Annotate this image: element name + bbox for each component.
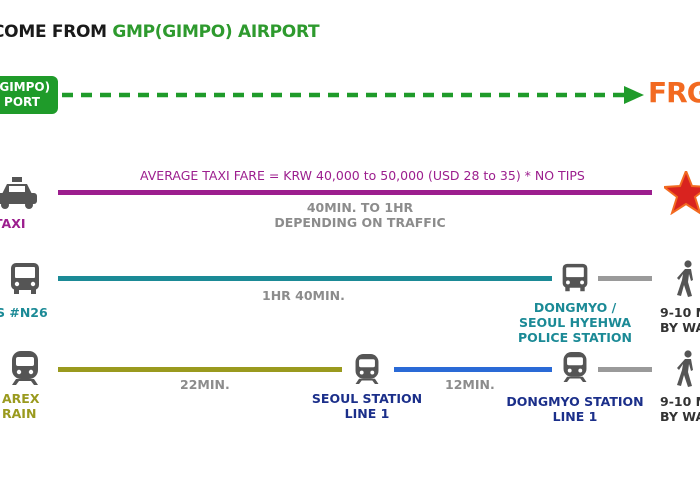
train-walk-line2: BY WA <box>660 409 700 424</box>
bus-icon <box>11 263 39 294</box>
bus-stop-line3: POLICE STATION <box>518 330 632 345</box>
origin-line2: PORT <box>4 95 40 109</box>
origin-line1: (GIMPO) <box>0 80 51 94</box>
bus-route-line <box>58 276 552 281</box>
walking-person-icon <box>677 260 693 297</box>
bus-stop-line2: SEOUL HYEHWA <box>518 315 632 330</box>
destination-label: FRG <box>648 76 700 109</box>
route-arrow <box>62 86 644 104</box>
bus-walk-line2: BY WA <box>660 320 700 335</box>
train-leg1-duration: 22MIN. <box>180 377 230 392</box>
transfer-station-label: SEOUL STATION LINE 1 <box>302 391 432 421</box>
origin-airport-badge: (GIMPO) PORT <box>0 76 58 114</box>
destination-station-icon <box>563 352 587 382</box>
star-icon <box>664 171 700 215</box>
taxi-icon <box>0 177 37 209</box>
bus-walk-label: 9-10 M BY WA <box>660 305 700 335</box>
bus-stop-line1: DONGMYO / <box>533 300 617 315</box>
bus-walk-line1: 9-10 M <box>660 305 700 320</box>
taxi-duration-line2: DEPENDING ON TRAFFIC <box>274 215 446 230</box>
bus-walk-line <box>598 276 652 281</box>
taxi-duration-line1: 40MIN. TO 1HR <box>306 200 414 215</box>
walking-person-icon <box>677 350 693 387</box>
train-walk-line1: 9-10 M <box>660 394 700 409</box>
taxi-duration: 40MIN. TO 1HR DEPENDING ON TRAFFIC <box>250 200 470 230</box>
transfer-station-icon <box>355 354 379 384</box>
train-icon <box>12 351 38 385</box>
train-leg2-duration: 12MIN. <box>445 377 495 392</box>
transfer-line2: LINE 1 <box>344 406 390 421</box>
train-mode-label: AREX RAIN <box>2 391 39 421</box>
title-prefix: COME FROM <box>0 22 113 42</box>
title-highlight: GMP(GIMPO) AIRPORT <box>112 22 320 42</box>
train-mode-line1: AREX <box>2 391 40 406</box>
taxi-fare-note: AVERAGE TAXI FARE = KRW 40,000 to 50,000… <box>140 168 585 183</box>
bus-duration: 1HR 40MIN. <box>262 288 345 303</box>
taxi-mode-label: TAXI <box>0 216 26 231</box>
transfer-line1: SEOUL STATION <box>311 391 423 406</box>
train-walk-label: 9-10 M BY WA <box>660 394 700 424</box>
train-mode-line2: RAIN <box>2 406 37 421</box>
page-title: COME FROM GMP(GIMPO) AIRPORT <box>0 22 320 42</box>
bus-stop-icon <box>562 263 588 292</box>
train-walk-line <box>598 367 652 372</box>
train-leg1-line <box>58 367 342 372</box>
train-leg2-line <box>394 367 552 372</box>
destination-station-label: DONGMYO STATION LINE 1 <box>505 394 645 424</box>
train-stop-line1: DONGMYO STATION <box>506 394 644 409</box>
bus-mode-label: S #N26 <box>0 305 48 320</box>
bus-stop-label: DONGMYO / SEOUL HYEHWA POLICE STATION <box>510 300 640 345</box>
taxi-route-line <box>58 190 652 195</box>
train-stop-line2: LINE 1 <box>552 409 598 424</box>
